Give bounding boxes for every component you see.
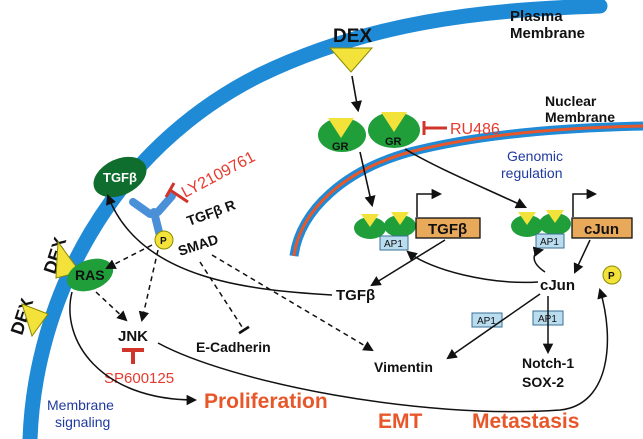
ecadherin-label: E-Cadherin bbox=[196, 339, 271, 355]
plasma-membrane-label-2: Membrane bbox=[510, 25, 585, 42]
plasma-membrane bbox=[22, 0, 608, 439]
dex-top-ligand bbox=[328, 47, 374, 73]
phospho-cjun-label: P bbox=[608, 271, 615, 282]
smad-to-vimentin-dashed bbox=[211, 254, 374, 352]
genomic-regulation-label-1: Genomic bbox=[507, 148, 563, 164]
gr-dimer: GR GR bbox=[318, 112, 420, 153]
gr-label-2: GR bbox=[385, 136, 402, 148]
sox2-label: SOX-2 bbox=[522, 374, 564, 390]
vimentin-label: Vimentin bbox=[374, 359, 433, 375]
nuclear-membrane-label-2: Membrane bbox=[545, 109, 615, 125]
tgfb-gene-to-secreted-arrow bbox=[370, 239, 446, 287]
ru486-inhibitor bbox=[422, 121, 447, 135]
jnk-to-cjun-long-arrow bbox=[157, 287, 609, 413]
ras-protein: RAS bbox=[66, 258, 114, 292]
membrane-signaling-label-2: signaling bbox=[55, 414, 110, 430]
ras-to-jnk-dashed bbox=[95, 291, 128, 322]
tgfb-gene-label: TGFβ bbox=[428, 221, 467, 238]
tgfb-secreted-label: TGFβ bbox=[336, 287, 375, 304]
jnk-label: JNK bbox=[118, 328, 148, 345]
dex-left-lower-ligand bbox=[21, 303, 49, 338]
ly2109761-inhibitor bbox=[164, 182, 189, 204]
cjun-gene-to-cjun-arrow bbox=[573, 239, 591, 274]
ru486-label: RU486 bbox=[450, 121, 500, 138]
ap1-box-cjun bbox=[535, 233, 565, 249]
sp600125-label: SP600125 bbox=[104, 370, 174, 387]
genomic-regulation-label-2: regulation bbox=[501, 165, 563, 181]
ly2109761-label: LY2109761 bbox=[179, 149, 258, 202]
cjun-to-tgfb-gene-loop bbox=[406, 250, 539, 284]
ras-to-proliferation-arrow bbox=[69, 291, 198, 406]
smad-to-ecadherin-inhibit bbox=[199, 261, 250, 335]
sp600125-inhibitor bbox=[122, 348, 144, 364]
cjun-to-cjun-gene-loop bbox=[532, 246, 546, 273]
notch1-label: Notch-1 bbox=[522, 355, 574, 371]
ap1-label-vimentin: AP1 bbox=[477, 316, 496, 327]
gr-to-cjun-gene-arrow bbox=[404, 148, 528, 209]
cjun-gene-complex: AP1 cJun bbox=[511, 188, 633, 249]
gr-label-1: GR bbox=[332, 141, 349, 153]
ras-label: RAS bbox=[75, 267, 105, 283]
ap1-label-tgfb: AP1 bbox=[384, 239, 403, 250]
nuclear-membrane-label-1: Nuclear bbox=[545, 93, 597, 109]
tgfb-gene-complex: AP1 TGFβ bbox=[354, 188, 481, 251]
cjun-label: cJun bbox=[540, 277, 575, 294]
tgfb-receptor: P bbox=[129, 192, 176, 250]
phospho-cjun-marker bbox=[602, 265, 622, 285]
plasma-membrane-label-1: Plasma bbox=[510, 8, 563, 25]
ap1-box-tgfb bbox=[379, 235, 409, 251]
receptor-to-jnk-dashed bbox=[138, 249, 159, 323]
ap1-label-cjun: AP1 bbox=[540, 237, 559, 248]
smad-label: SMAD bbox=[176, 231, 220, 259]
secreted-tgfb-loop bbox=[106, 194, 333, 296]
membrane-signaling-label-1: Membrane bbox=[47, 397, 114, 413]
proliferation-label: Proliferation bbox=[204, 390, 328, 413]
phospho-receptor-label: P bbox=[160, 236, 167, 247]
tgfb-receptor-label: TGFβ R bbox=[185, 196, 238, 228]
emt-label: EMT bbox=[378, 410, 423, 433]
dex-to-gr-arrow bbox=[350, 75, 362, 113]
cjun-to-vimentin-arrow bbox=[446, 293, 541, 360]
cjun-gene-label: cJun bbox=[584, 221, 619, 238]
receptor-to-ras-dashed bbox=[105, 244, 153, 269]
tgfb-ligand: TGFβ bbox=[93, 156, 147, 198]
gr-to-tgfb-gene-arrow bbox=[359, 151, 376, 208]
tgfb-ligand-label: TGFβ bbox=[103, 170, 137, 185]
metastasis-label: Metastasis bbox=[472, 410, 579, 433]
dex-top-label: DEX bbox=[333, 26, 372, 47]
